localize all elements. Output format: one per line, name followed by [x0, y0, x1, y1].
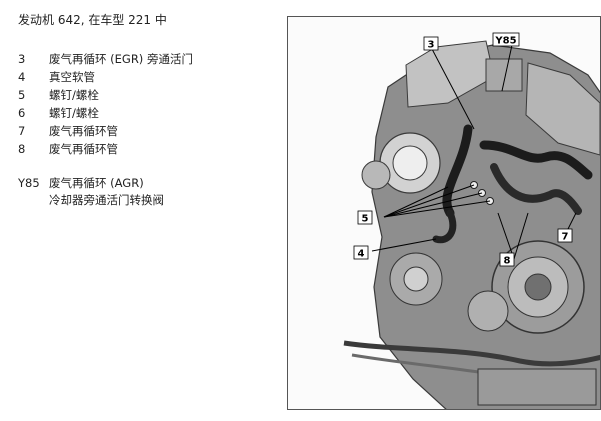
y85-code: Y85 [18, 176, 40, 190]
legend-number: 6 [18, 106, 26, 120]
y85-line1: 废气再循环 (AGR) [49, 176, 144, 190]
legend-text: 真空软管 [49, 70, 95, 84]
callout-labels: 3 Y85 5 4 8 7 [353, 32, 573, 267]
y85-line2: 冷却器旁通活门转换阀 [49, 193, 164, 207]
legend-number: 5 [18, 88, 26, 102]
callout-box [357, 210, 373, 225]
legend-text: 螺钉/螺栓 [49, 106, 99, 120]
callout-5: 5 [362, 214, 369, 225]
coolant-pipe [343, 340, 600, 367]
legend-text: 螺钉/螺栓 [49, 88, 99, 102]
legend-item: 7 废气再循环管 [18, 122, 193, 140]
leader-lines [371, 44, 577, 260]
legend-text: 废气再循环管 [49, 124, 118, 138]
legend-item: 8 废气再循环管 [18, 140, 193, 158]
intake-manifold [525, 62, 600, 156]
legend-number: 3 [18, 52, 26, 66]
legend-text: 废气再循环 (EGR) 旁通活门 [49, 52, 193, 66]
egr-pipe [432, 209, 457, 244]
callout-box [353, 245, 369, 260]
callout-3: 3 [428, 40, 435, 51]
throttle-ring [392, 145, 428, 181]
page-title: 发动机 642, 在车型 221 中 [18, 13, 167, 27]
y85-legend: Y85 废气再循环 (AGR) 冷却器旁通活门转换阀 [18, 175, 164, 209]
callout-7: 7 [562, 232, 569, 243]
callout-y85: Y85 [494, 36, 516, 47]
legend-item: 4 真空软管 [18, 68, 193, 86]
legend-number: 8 [18, 142, 26, 156]
legend-item: 6 螺钉/螺栓 [18, 104, 193, 122]
legend-item: 3 废气再循环 (EGR) 旁通活门 [18, 50, 193, 68]
callout-4: 4 [358, 249, 365, 260]
legend-list: 3 废气再循环 (EGR) 旁通活门 4 真空软管 5 螺钉/螺栓 6 螺钉/螺… [18, 50, 193, 158]
engine-illustration: 3 Y85 5 4 8 7 [287, 16, 601, 410]
callout-box [499, 252, 515, 267]
callout-box [557, 228, 573, 243]
egr-pipe [490, 163, 582, 215]
callout-8: 8 [504, 256, 511, 267]
pulley [524, 273, 552, 301]
callout-box [423, 36, 439, 51]
callout-box [492, 32, 520, 47]
vacuum-hose [479, 140, 593, 180]
vacuum-hose [442, 124, 473, 218]
pulley [467, 290, 509, 332]
engine-drawing: 3 Y85 5 4 8 7 [343, 32, 600, 409]
pulley [403, 266, 429, 292]
valve-housing [485, 58, 523, 92]
oil-pan [477, 368, 597, 406]
legend-number: 7 [18, 124, 26, 138]
legend-item: 5 螺钉/螺栓 [18, 86, 193, 104]
egr-valve [361, 160, 391, 190]
legend-number: 4 [18, 70, 26, 84]
legend-text: 废气再循环管 [49, 142, 118, 156]
